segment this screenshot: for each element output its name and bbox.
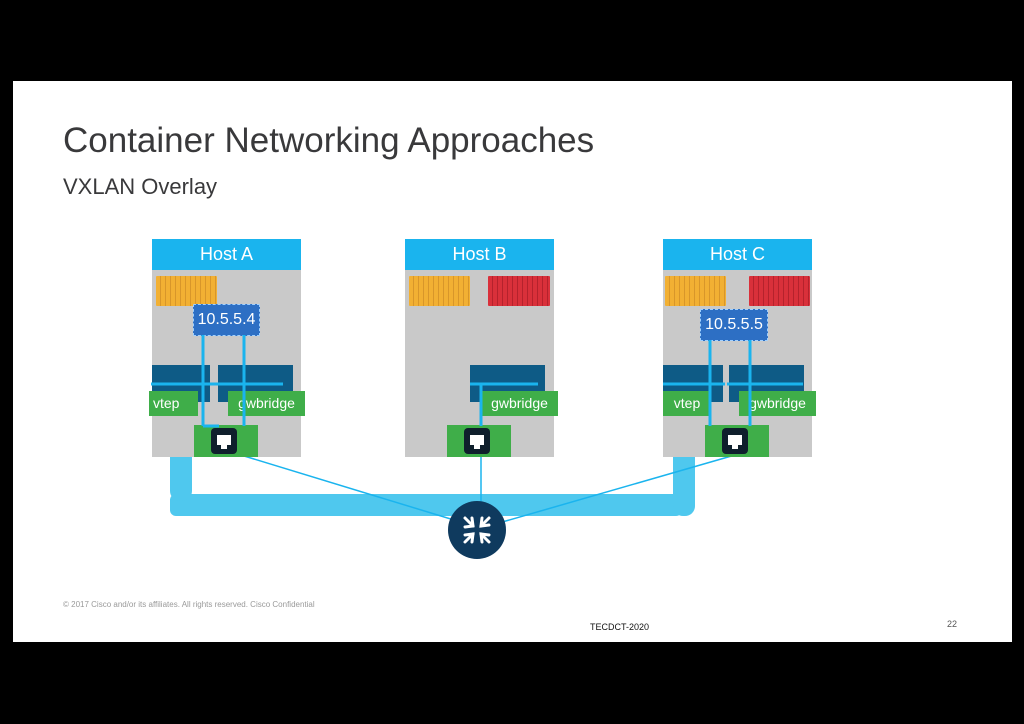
gwbridge-label: gwbridge bbox=[228, 391, 305, 416]
vtep-label: vtep bbox=[149, 391, 198, 416]
slide: Container Networking Approaches VXLAN Ov… bbox=[13, 81, 1012, 642]
nic bbox=[447, 425, 511, 457]
host-c-header: Host C bbox=[663, 239, 812, 270]
ethernet-port-icon bbox=[211, 428, 237, 454]
vtep-label: vtep bbox=[663, 391, 711, 416]
container-yellow-icon bbox=[665, 276, 726, 306]
router-icon bbox=[448, 501, 506, 559]
host-a-header: Host A bbox=[152, 239, 301, 270]
link-host-a-router bbox=[230, 451, 478, 528]
nic bbox=[705, 425, 769, 457]
vxlan-tunnel bbox=[170, 494, 682, 516]
internal-wiring bbox=[151, 335, 803, 428]
host-c: Host C 10.5.5.5 vtep gwbridge bbox=[663, 239, 816, 457]
session-code: TECDCT-2020 bbox=[590, 622, 650, 632]
slide-subtitle: VXLAN Overlay bbox=[63, 174, 218, 199]
container-ip: 10.5.5.5 bbox=[700, 309, 768, 341]
nic bbox=[194, 425, 258, 457]
host-a: Host A 10.5.5.4 vtep gwbridge bbox=[149, 239, 305, 457]
ethernet-port-icon bbox=[722, 428, 748, 454]
container-yellow-icon bbox=[156, 276, 217, 306]
container-ip: 10.5.5.4 bbox=[193, 304, 260, 336]
gwbridge-label: gwbridge bbox=[739, 391, 816, 416]
container-red-icon bbox=[488, 276, 550, 306]
copyright: © 2017 Cisco and/or its affiliates. All … bbox=[63, 600, 315, 609]
slide-title: Container Networking Approaches bbox=[63, 121, 595, 160]
gwbridge-label: gwbridge bbox=[481, 391, 558, 416]
container-yellow-icon bbox=[409, 276, 470, 306]
page-number: 22 bbox=[947, 619, 958, 629]
link-host-c-router bbox=[484, 454, 736, 528]
ethernet-port-icon bbox=[464, 428, 490, 454]
container-red-icon bbox=[749, 276, 810, 306]
host-b-header: Host B bbox=[405, 239, 554, 270]
router bbox=[448, 501, 506, 559]
